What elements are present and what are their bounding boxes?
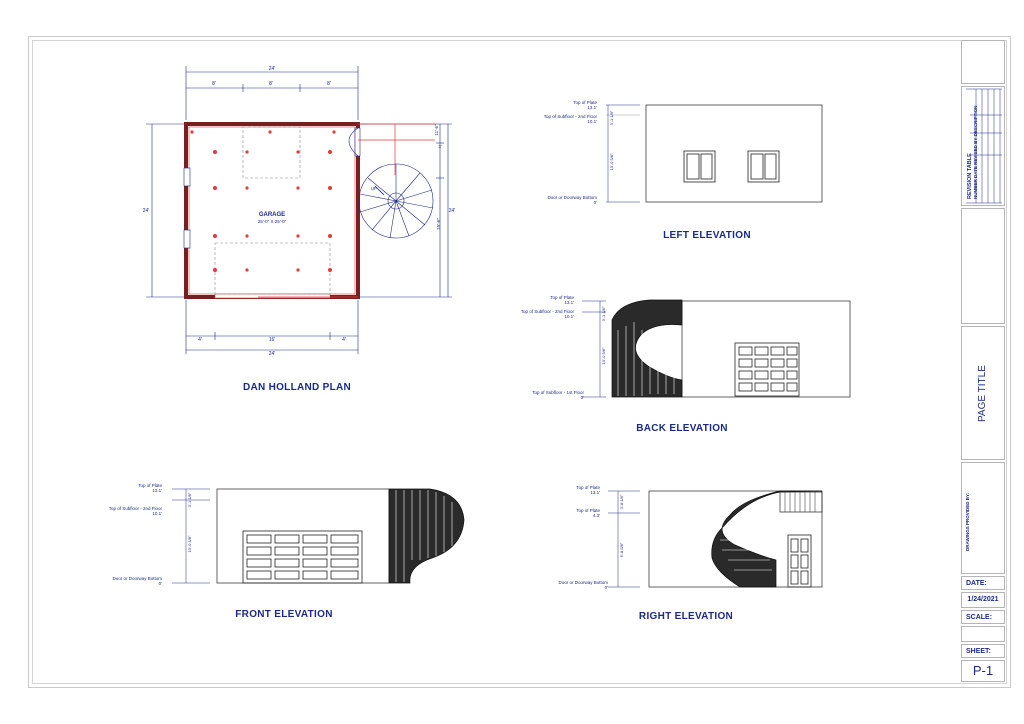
front-elevation-labels: Top of Plate 13.1' Top of Subfloor - 2nd… bbox=[109, 483, 192, 586]
plan-walls bbox=[183, 122, 361, 299]
left-elevation bbox=[606, 104, 823, 203]
page-title: PAGE TITLE bbox=[977, 365, 988, 422]
plan-dim-top-overall: 24' bbox=[269, 66, 276, 72]
title-block-blank-box bbox=[961, 208, 1005, 324]
drawings-by-box: DRAWINGS PROVIDED BY: bbox=[961, 462, 1005, 574]
plan-stair-framing bbox=[258, 123, 435, 298]
left-level-3-value: 0' bbox=[594, 200, 598, 205]
back-level-2-name: Top of Subfloor - 2nd Floor bbox=[521, 309, 575, 314]
revision-table-headers: NUMBER DATE REVISED BY DESCRIPTION bbox=[973, 105, 978, 199]
plan-room-size: 25'-0" X 25'-0" bbox=[258, 219, 287, 224]
front-level-3-value: 0' bbox=[159, 581, 163, 586]
date-label: DATE: bbox=[961, 576, 1005, 590]
plan-dashed-zones bbox=[214, 126, 331, 295]
plan-dim-right-lower: 15'-6" bbox=[436, 218, 441, 230]
front-elevation-garage-door bbox=[242, 530, 363, 584]
right-level-1-value: 13.1' bbox=[590, 490, 600, 495]
front-elevation bbox=[172, 488, 465, 584]
drawing-sheet-border bbox=[28, 36, 1011, 688]
back-level-3-value: 0' bbox=[581, 395, 585, 400]
back-level-1-name: Top of Plate bbox=[550, 295, 574, 300]
sheet-label: SHEET: bbox=[961, 644, 1005, 658]
title-block-logo-box bbox=[961, 40, 1005, 84]
left-dim-1: 3'-1 1/8" bbox=[609, 110, 614, 125]
plan-room-name: GARAGE bbox=[259, 212, 285, 218]
right-level-2-value: 4.3' bbox=[593, 513, 600, 518]
left-elevation-labels: Top of Plate 13.1' Top of Subfloor - 2nd… bbox=[544, 100, 614, 205]
front-level-3-name: Door or Doorway Bottom bbox=[112, 576, 162, 581]
plan-dim-right-mid: 3' bbox=[438, 144, 442, 149]
drawing-sheet-inner-border bbox=[32, 40, 1007, 684]
back-level-2-value: 10.1' bbox=[564, 314, 574, 319]
back-elevation-spiral-stair bbox=[611, 299, 683, 398]
right-elevation-title: RIGHT ELEVATION bbox=[638, 611, 734, 622]
page-title-box: PAGE TITLE bbox=[961, 326, 1005, 460]
scale-value bbox=[961, 626, 1005, 642]
left-elevation-window-1 bbox=[683, 150, 716, 183]
left-elevation-title: LEFT ELEVATION bbox=[663, 230, 751, 241]
back-elevation bbox=[582, 299, 851, 398]
right-level-2-name: Top of Plate bbox=[576, 508, 600, 513]
plan-dim-bottom-seg-2: 16' bbox=[269, 337, 276, 343]
plan-dim-left: 24' bbox=[143, 208, 150, 214]
right-level-3-name: Door or Doorway Bottom bbox=[558, 580, 608, 585]
left-level-2-name: Top of Subfloor - 2nd Floor bbox=[544, 114, 598, 119]
back-elevation-garage-door bbox=[734, 342, 800, 397]
left-level-1-value: 13.1' bbox=[587, 105, 597, 110]
plan-labels: 24' 8' 8' 8' 4' 16' 4' 24' 24' 24' 15'-6… bbox=[143, 66, 456, 357]
left-level-2-value: 10.1' bbox=[587, 119, 597, 124]
right-elevation-labels: Top of Plate 13.1' Top of Plate 4.3' Doo… bbox=[558, 485, 624, 590]
plan-dim-top-seg-2: 8' bbox=[269, 81, 273, 87]
plan-dim-right: 24' bbox=[449, 208, 456, 214]
plan-dim-top-seg-3: 8' bbox=[327, 81, 331, 87]
front-dim-1: 3'-1 1/8" bbox=[187, 492, 192, 507]
front-dim-2: 10'-0 5/8" bbox=[187, 535, 192, 552]
left-level-3-name: Door or Doorway Bottom bbox=[547, 195, 597, 200]
scale-label: SCALE: bbox=[961, 610, 1005, 624]
floor-plan bbox=[146, 66, 452, 354]
sheet-value: P-1 bbox=[961, 660, 1005, 682]
back-level-1-value: 13.1' bbox=[564, 300, 574, 305]
front-level-1-value: 13.1' bbox=[152, 488, 162, 493]
right-level-3-value: 0' bbox=[605, 585, 609, 590]
plan-dim-top-seg-1: 8' bbox=[212, 81, 216, 87]
revision-table: REVISION TABLE NUMBER DATE REVISED BY DE… bbox=[961, 86, 1005, 206]
left-dim-2: 10'-0 5/8" bbox=[609, 153, 614, 170]
plan-dim-bottom-seg-1: 4' bbox=[198, 337, 202, 343]
front-elevation-spiral-stair bbox=[388, 488, 465, 584]
back-level-3-name: Top of Subfloor - 1st Floor bbox=[532, 390, 584, 395]
front-level-2-value: 10.1' bbox=[152, 511, 162, 516]
back-elevation-title: BACK ELEVATION bbox=[636, 423, 728, 434]
right-elevation bbox=[608, 490, 823, 588]
plan-dim-bottom-overall: 24' bbox=[269, 351, 276, 357]
right-level-1-name: Top of Plate bbox=[576, 485, 600, 490]
left-level-1-name: Top of Plate bbox=[573, 100, 597, 105]
revision-table-grid bbox=[966, 88, 1002, 204]
plan-dim-right-top: 11'-6" bbox=[434, 124, 439, 136]
right-dim-2: 6'-8 5/8" bbox=[619, 542, 624, 557]
front-level-2-name: Top of Subfloor - 2nd Floor bbox=[109, 506, 163, 511]
plan-fixtures bbox=[190, 130, 336, 272]
back-elevation-labels: Top of Plate 13.1' Top of Subfloor - 2nd… bbox=[521, 295, 606, 400]
drawings-by-label: DRAWINGS PROVIDED BY: bbox=[965, 492, 970, 551]
plan-spiral-stair bbox=[358, 163, 434, 239]
title-block: REVISION TABLE NUMBER DATE REVISED BY DE… bbox=[958, 38, 1008, 686]
plan-title: DAN HOLLAND PLAN bbox=[242, 382, 352, 393]
back-dim-2: 10'-0 5/8" bbox=[601, 347, 606, 364]
plan-dim-bottom-seg-3: 4' bbox=[342, 337, 346, 343]
right-dim-1: 3'-8 1/8" bbox=[619, 494, 624, 509]
right-elevation-spiral-stair bbox=[711, 490, 823, 588]
back-dim-1: 3'-1 1/8" bbox=[601, 306, 606, 321]
plan-stair-label: UP bbox=[371, 186, 377, 191]
left-elevation-window-2 bbox=[747, 150, 780, 183]
front-level-1-name: Top of Plate bbox=[138, 483, 162, 488]
right-elevation-door bbox=[787, 534, 812, 588]
date-value: 1/24/2021 bbox=[961, 592, 1005, 608]
front-elevation-title: FRONT ELEVATION bbox=[235, 609, 333, 620]
